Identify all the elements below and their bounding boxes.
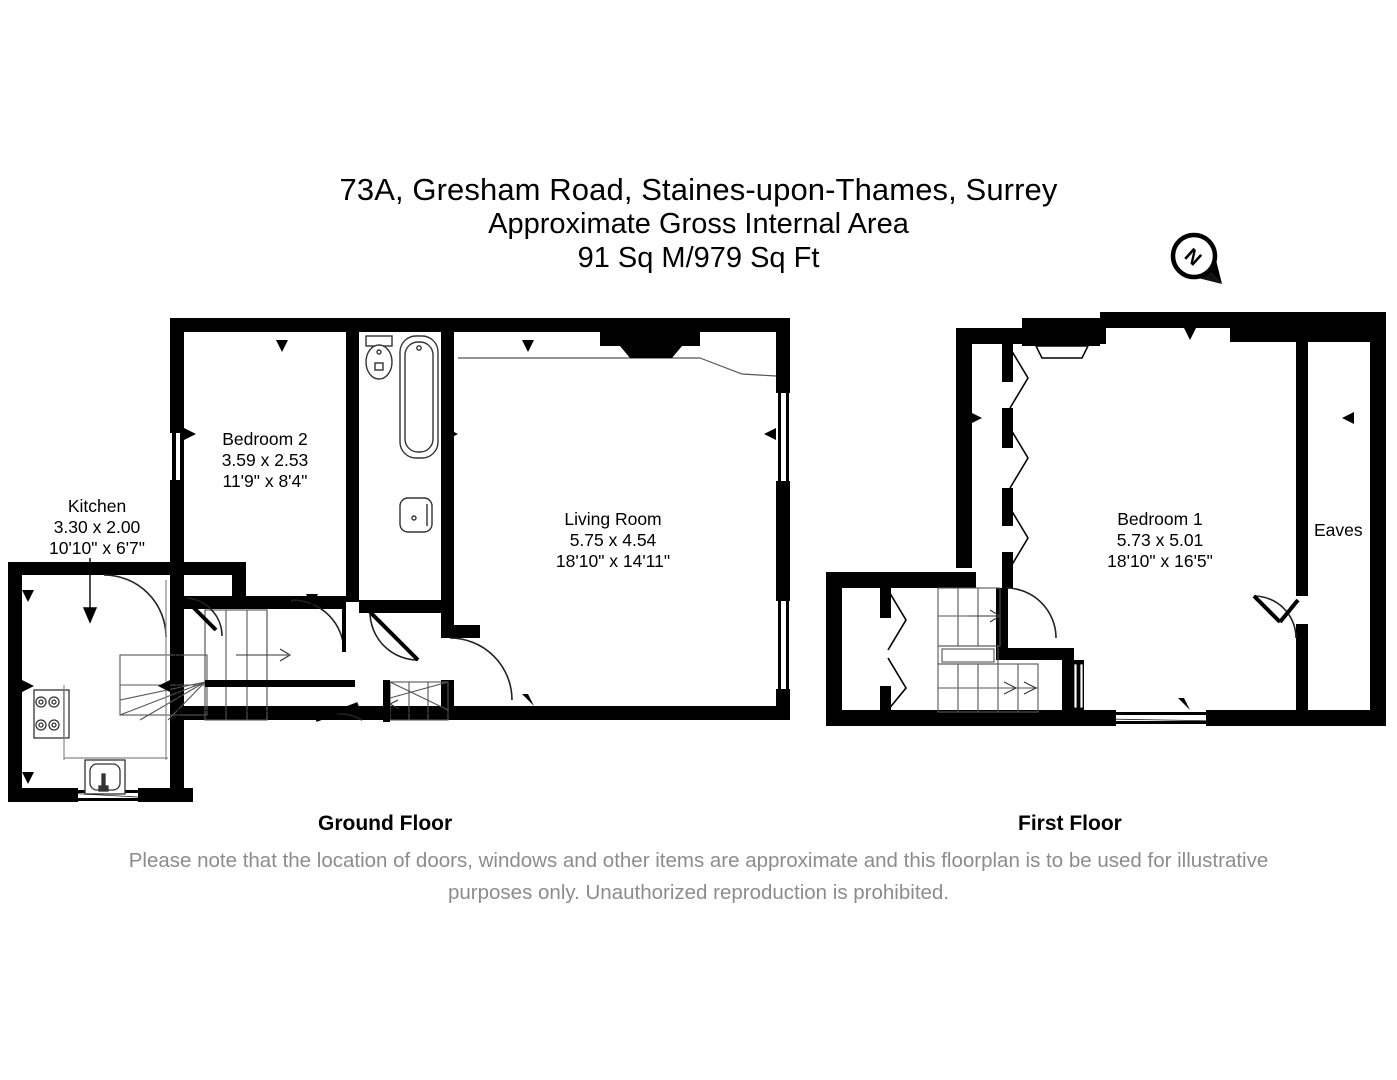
sloped-ceiling-posts: [1002, 342, 1013, 588]
bath-icon: [399, 335, 439, 459]
living-room-dim-imperial: 18'10" x 14'11": [556, 551, 670, 571]
bedroom-2-dim-imperial: 11'9" x 8'4": [223, 471, 308, 491]
eaves-door: [1253, 595, 1297, 639]
eaves-wall: [1296, 328, 1308, 726]
ground-floor-walls: [170, 318, 790, 720]
living-window-recess: [458, 344, 777, 377]
area-value: 91 Sq M/979 Sq Ft: [577, 241, 820, 274]
sloped-ceiling-posts-left: [880, 586, 891, 712]
living-room-dim-metric: 5.75 x 4.54: [570, 530, 657, 550]
title-block: 73A, Gresham Road, Staines-upon-Thames, …: [0, 172, 1397, 275]
kitchen-name: Kitchen: [68, 496, 126, 516]
bedroom-2-dim-metric: 3.59 x 2.53: [222, 450, 309, 470]
disclaimer-line-2: purposes only. Unauthorized reproduction…: [447, 880, 950, 904]
staircase-icon: [937, 587, 1039, 713]
staircase-icon: [119, 609, 292, 721]
door-leaves: [182, 596, 420, 722]
kitchen-dim-imperial: 10'10" x 6'7": [49, 538, 145, 558]
disclaimer-line-1: Please note that the location of doors, …: [128, 849, 1269, 872]
bedroom-1-dim-imperial: 18'10" x 16'5": [1107, 551, 1213, 571]
kitchen-label: Kitchen 3.30 x 2.00 10'10" x 6'7": [49, 496, 145, 558]
area-heading: Approximate Gross Internal Area: [488, 207, 909, 240]
first-floor-caption: First Floor: [1018, 812, 1122, 835]
basin-icon: [399, 497, 433, 533]
bedroom-2-name: Bedroom 2: [222, 429, 308, 449]
sloped-ceiling-marker: [1009, 347, 1029, 569]
sink-icon: [84, 759, 126, 795]
property-address: 73A, Gresham Road, Staines-upon-Thames, …: [339, 172, 1058, 207]
compass-north-icon: N: [1166, 228, 1228, 290]
ground-floor-caption: Ground Floor: [318, 812, 453, 835]
stair-nosing: [205, 680, 355, 687]
eaves-label: Eaves: [1314, 520, 1363, 540]
wc-icon: [365, 335, 393, 380]
hob-icon: [33, 689, 70, 739]
living-window-top: [600, 332, 700, 346]
view-arrows: [22, 340, 776, 784]
living-room-name: Living Room: [564, 509, 661, 529]
living-room-label: Living Room 5.75 x 4.54 18'10" x 14'11": [556, 509, 670, 571]
kitchen-entry-arrow: [82, 558, 98, 624]
view-arrows: [970, 328, 1354, 710]
bedroom-2-label: Bedroom 2 3.59 x 2.53 11'9" x 8'4": [222, 429, 309, 491]
ground-floor-plan: Kitchen 3.30 x 2.00 10'10" x 6'7" Bedroo…: [0, 300, 810, 820]
disclaimer: Please note that the location of doors, …: [48, 845, 1349, 909]
kitchen-dim-metric: 3.30 x 2.00: [54, 517, 141, 537]
landing-door: [1005, 587, 1057, 639]
landing-window: [1072, 660, 1084, 712]
bedroom-1-name: Bedroom 1: [1117, 509, 1203, 529]
bedroom-1-label: Bedroom 1 5.73 x 5.01 18'10" x 16'5": [1107, 509, 1213, 571]
bedroom-1-dim-metric: 5.73 x 5.01: [1117, 530, 1204, 550]
first-floor-plan: Bedroom 1 5.73 x 5.01 18'10" x 16'5" Eav…: [810, 300, 1397, 740]
sloped-ceiling-marker-left: [887, 589, 907, 711]
